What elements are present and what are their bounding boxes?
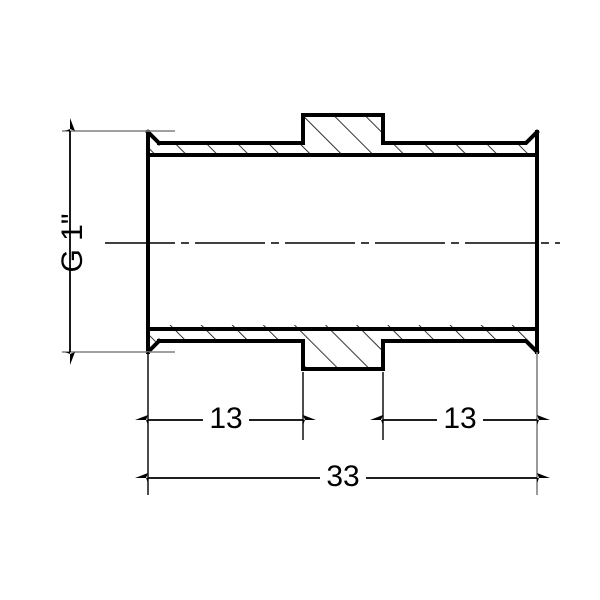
dimension-label-33: 33 <box>326 460 359 493</box>
dimension-text-backing-33 <box>320 462 366 494</box>
extension-lines <box>62 130 538 495</box>
dimension-overall-length[interactable]: 33 <box>135 460 550 494</box>
dimension-label-thread-size: G 1" <box>56 213 89 272</box>
dimension-label-right-13: 13 <box>443 402 476 435</box>
dimension-text-backing-left-13 <box>203 404 249 436</box>
dimension-text-backing-right-13 <box>437 404 483 436</box>
dimension-right-length[interactable]: 13 <box>370 402 550 436</box>
dimension-thread-size[interactable]: G 1" <box>56 118 89 365</box>
dimension-left-length[interactable]: 13 <box>135 402 316 436</box>
dimension-label-left-13: 13 <box>209 402 242 435</box>
